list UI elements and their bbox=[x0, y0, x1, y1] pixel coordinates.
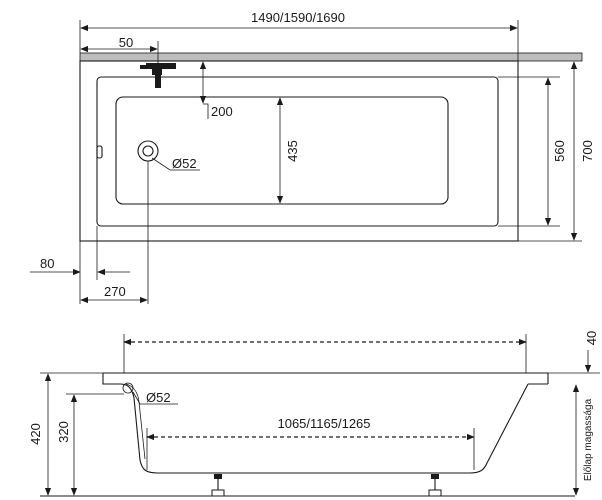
dim-tap-offset-label: 50 bbox=[119, 35, 133, 50]
dim-total-width-label: 700 bbox=[580, 140, 595, 162]
dim-wall-offset-label: 80 bbox=[40, 256, 54, 271]
tub-body-outline bbox=[119, 383, 529, 474]
top-view: 1490/1590/1690 50 200 435 560 700 Ø52 80 bbox=[30, 10, 595, 304]
tub-outer-outline bbox=[79, 60, 519, 242]
side-view: 40 Ø52 1065/1165/1265 420 320 Előlap mag… bbox=[28, 331, 600, 497]
foot-right-icon bbox=[428, 474, 442, 497]
side-drain-leader bbox=[132, 391, 178, 405]
side-drain-diameter-label: Ø52 bbox=[146, 390, 171, 405]
dim-inner-bottom-length-label: 1065/1165/1265 bbox=[277, 416, 370, 431]
front-panel-height-label: Előlap magassága bbox=[583, 398, 594, 481]
tap-icon bbox=[140, 63, 176, 88]
dim-drain-offset-label: 270 bbox=[104, 284, 126, 299]
side-drain-circle bbox=[122, 382, 134, 394]
wall-band bbox=[79, 52, 583, 62]
dim-total-length-label: 1490/1590/1690 bbox=[251, 10, 345, 25]
drain-leader bbox=[151, 157, 200, 171]
dim-total-height-label: 420 bbox=[28, 423, 43, 445]
tub-inner-basin bbox=[115, 96, 449, 205]
drain-diameter-label: Ø52 bbox=[172, 156, 197, 171]
dim-outer-width-label: 560 bbox=[552, 140, 567, 162]
dim-drain-height-label: 320 bbox=[56, 421, 71, 443]
overflow-slot bbox=[96, 145, 103, 159]
tub-rim-slab bbox=[102, 373, 120, 385]
drain-outer-circle bbox=[137, 140, 159, 162]
dim-rim-height-label: 40 bbox=[584, 331, 599, 345]
foot-left-icon bbox=[211, 474, 225, 497]
dim-inner-width-label: 435 bbox=[285, 140, 300, 162]
dim-tap-depth-label: 200 bbox=[211, 104, 233, 119]
drain-inner-circle bbox=[142, 145, 154, 157]
tub-inner-shell bbox=[125, 383, 146, 460]
